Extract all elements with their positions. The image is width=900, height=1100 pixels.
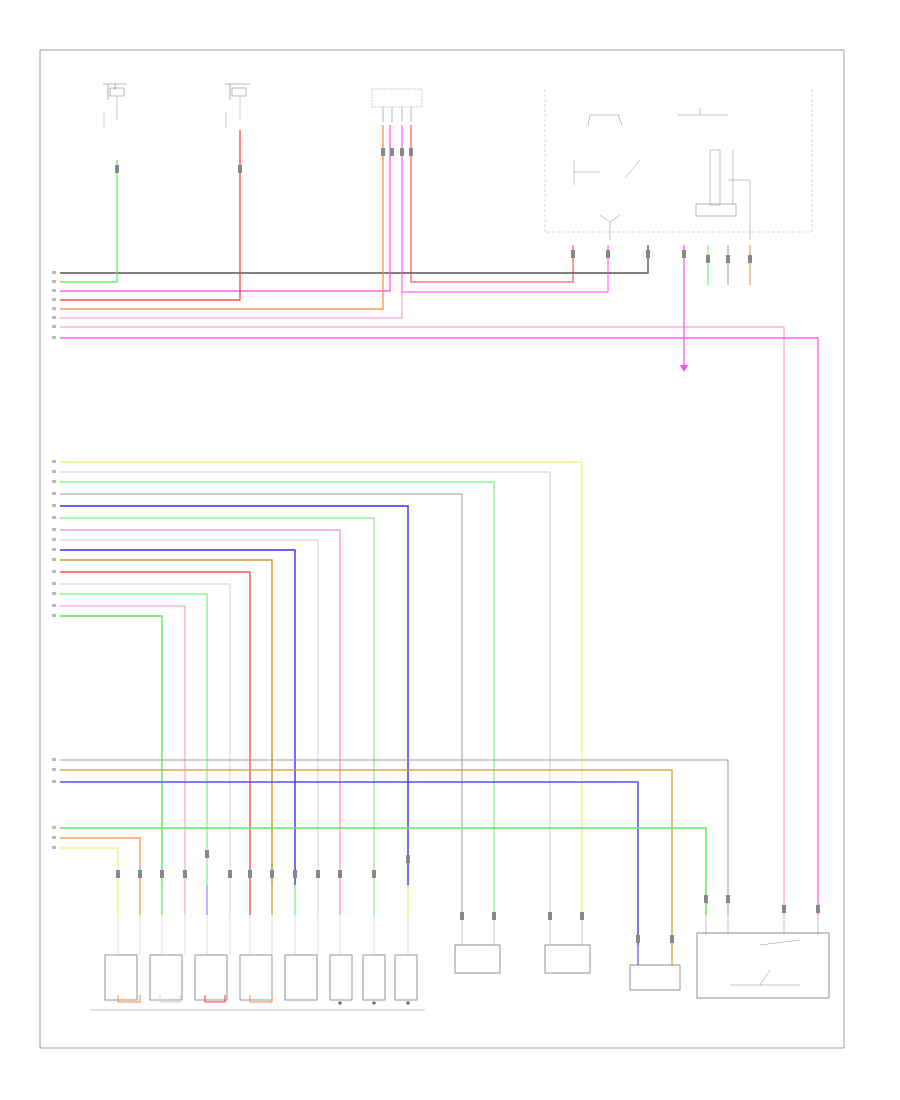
sensor-c xyxy=(629,945,681,991)
solenoid-group xyxy=(90,915,425,1011)
sensor-b xyxy=(544,915,591,974)
connector-marks xyxy=(115,148,820,943)
top-bus-lines xyxy=(60,125,819,915)
range-switch xyxy=(696,915,830,999)
module-right xyxy=(544,89,813,240)
diagram-frame xyxy=(39,49,845,1049)
ground-right xyxy=(680,365,688,372)
top-bus-tags xyxy=(52,271,56,339)
lower-bus-lines xyxy=(60,759,729,965)
connector-mid xyxy=(371,88,423,122)
middle-bus-lines xyxy=(60,461,583,915)
sensor-a xyxy=(454,915,501,974)
lower-bus-tags xyxy=(52,758,56,849)
sensor-mid xyxy=(225,83,250,128)
middle-bus-tags xyxy=(52,460,56,617)
ground-dots xyxy=(338,1001,410,1005)
sensor-left xyxy=(103,83,127,128)
